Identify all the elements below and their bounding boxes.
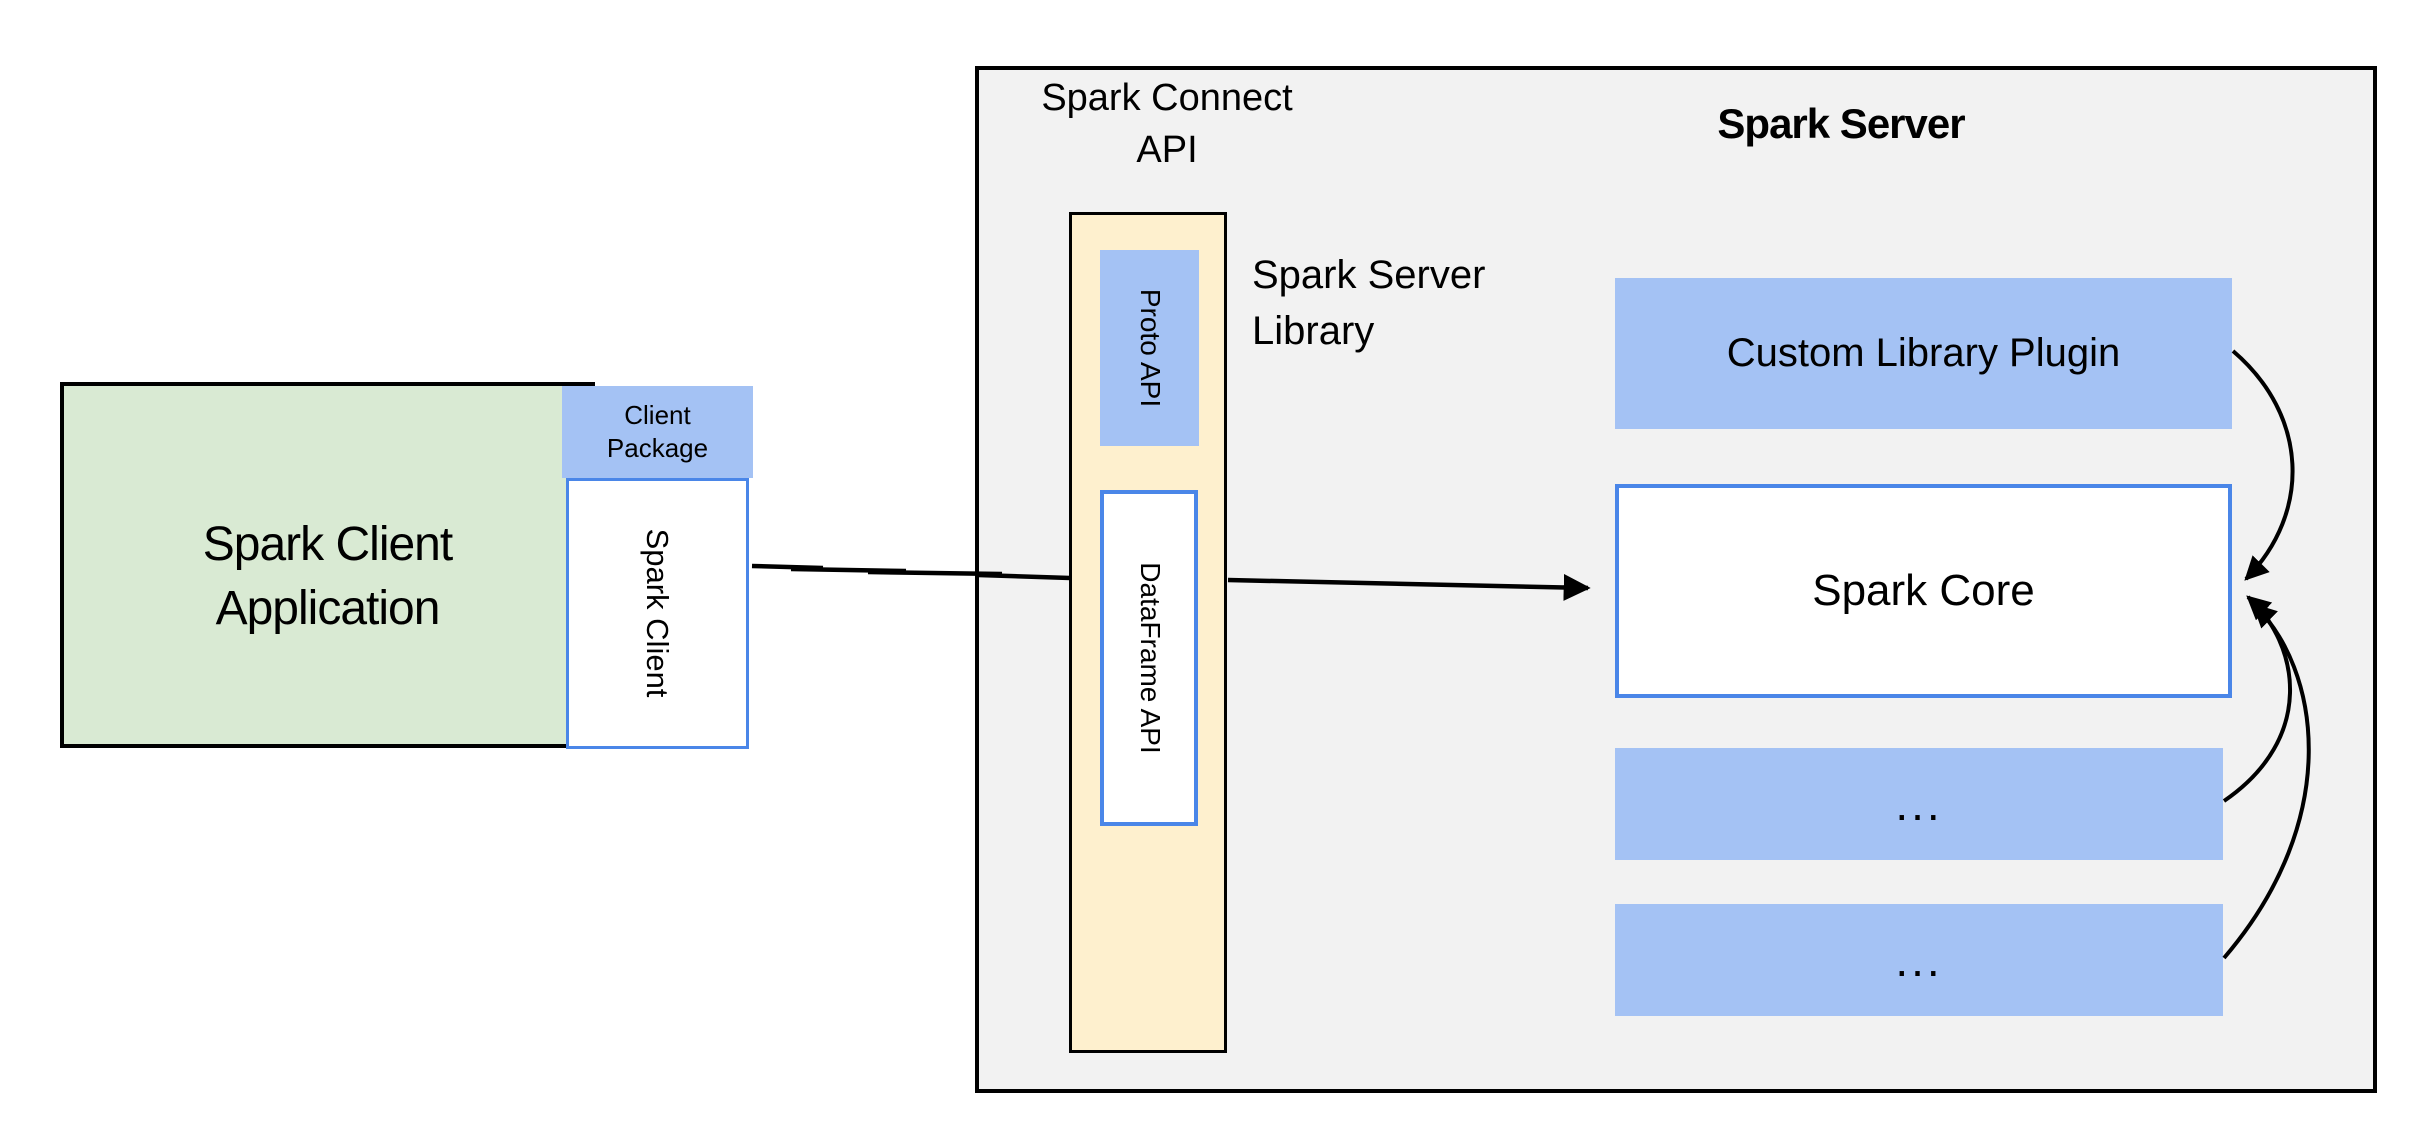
custom-library-plugin-box: Custom Library Plugin (1615, 278, 2232, 429)
custom-library-plugin-label: Custom Library Plugin (1726, 331, 2121, 375)
spark-client-label: Spark Client (640, 528, 675, 698)
spark-server-library-label: Spark Server Library (1252, 253, 1486, 353)
spark-core-box: Spark Core (1615, 484, 2232, 698)
dataframe-api-label: DataFrame API (1135, 562, 1166, 754)
more-plugins-box-2: ... (1615, 904, 2223, 1016)
proto-api-box (1100, 250, 1199, 446)
spark-connect-api-title: Spark Connect API (1041, 77, 1293, 171)
more-plugins-label-2: ... (1895, 934, 1943, 986)
more-plugins-label-1: ... (1895, 778, 1943, 830)
more-plugins-box-1: ... (1615, 748, 2223, 860)
spark-client-application-box: Spark Client Application (60, 382, 595, 748)
proto-api-label: Proto API (1135, 288, 1166, 408)
spark-core-label: Spark Core (1812, 566, 2035, 615)
spark-server-title: Spark Server (1717, 100, 1965, 147)
dataframe-api-box (1100, 490, 1198, 826)
client-package-label: Client Package (606, 400, 709, 463)
client-package-box: Client Package (562, 386, 753, 478)
spark-client-application-label: Spark Client Application (202, 518, 453, 635)
spark-client-box (566, 478, 749, 749)
